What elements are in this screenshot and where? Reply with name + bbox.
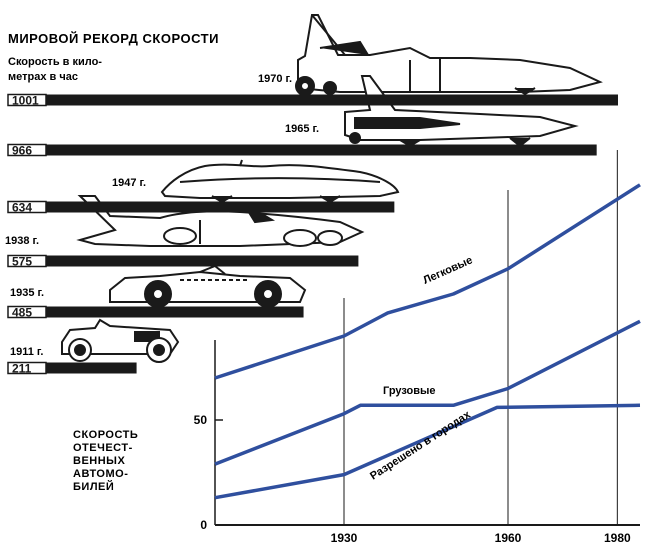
chart-title-line-4: БИЛЕЙ xyxy=(73,480,114,493)
car-1947-illustration xyxy=(160,159,400,204)
series-line-0 xyxy=(214,183,641,380)
record-chart-title: МИРОВОЙ РЕКОРД СКОРОСТИ xyxy=(8,31,219,46)
car-1935-illustration xyxy=(109,264,307,308)
record-bar-value-box-3 xyxy=(7,200,47,214)
record-bar-0 xyxy=(8,362,137,374)
chart-title-line-3: АВТОМО- xyxy=(73,468,128,480)
x-tick-label-1: 1960 xyxy=(495,531,522,545)
chart-title-line-2: ВЕННЫХ xyxy=(73,455,125,467)
chart-grid xyxy=(214,150,640,526)
chart-title-line-0: СКОРОСТЬ xyxy=(73,429,138,441)
x-tick-label-2: 1980 xyxy=(604,531,631,545)
series-line-1 xyxy=(214,319,641,466)
record-bar-value-0: 211 xyxy=(12,362,32,376)
car-1965-illustration xyxy=(344,75,579,148)
record-year-label-3: 1947 г. xyxy=(112,177,146,189)
record-bar-value-2: 575 xyxy=(12,255,32,269)
record-bar-4 xyxy=(8,144,597,156)
record-year-label-2: 1938 г. xyxy=(5,235,39,247)
record-bar-value-box-2 xyxy=(7,254,47,268)
record-bar-value-box-4 xyxy=(7,143,47,157)
record-year-label-4: 1965 г. xyxy=(285,123,319,135)
record-bar-5 xyxy=(8,94,618,106)
record-bar-2 xyxy=(8,255,359,267)
chart-series xyxy=(214,183,641,500)
record-bar-3 xyxy=(8,201,395,213)
series-line-2 xyxy=(214,403,641,500)
series-label-0: Легковые xyxy=(421,254,474,286)
series-label-2: Разрешено в городах xyxy=(368,408,473,482)
y-tick-label-1: 50 xyxy=(194,413,208,427)
record-bar-value-3: 634 xyxy=(12,201,32,215)
record-bar-value-box-5 xyxy=(7,93,47,107)
car-1938-illustration xyxy=(76,195,365,247)
record-year-label-0: 1911 г. xyxy=(10,346,43,358)
record-bar-value-1: 485 xyxy=(12,306,32,320)
record-bar-value-4: 966 xyxy=(12,144,32,158)
record-year-label-1: 1935 г. xyxy=(10,287,44,299)
y-tick-label-0: 0 xyxy=(200,518,207,532)
record-bar-value-box-1 xyxy=(7,305,47,319)
chart-ticks: 1930 1960 1980 0 50 xyxy=(194,413,631,545)
record-bar-value-5: 1001 xyxy=(12,94,39,108)
record-year-label-5: 1970 г. xyxy=(258,73,292,85)
chart-title-line-1: ОТЕЧЕСТ- xyxy=(73,442,133,454)
record-bars: 211 485 575 634 966 1001 xyxy=(7,93,618,376)
car-1970-illustration xyxy=(295,14,603,96)
record-chart-ylabel-line2: метрах в час xyxy=(8,71,78,83)
record-chart-ylabel-line1: Скорость в кило- xyxy=(8,56,102,68)
car-1911-illustration xyxy=(61,318,180,363)
x-tick-label-0: 1930 xyxy=(331,531,358,545)
record-bar-value-box-0 xyxy=(7,361,47,375)
series-label-1: Грузовые xyxy=(383,385,436,397)
record-bar-1 xyxy=(8,306,304,318)
